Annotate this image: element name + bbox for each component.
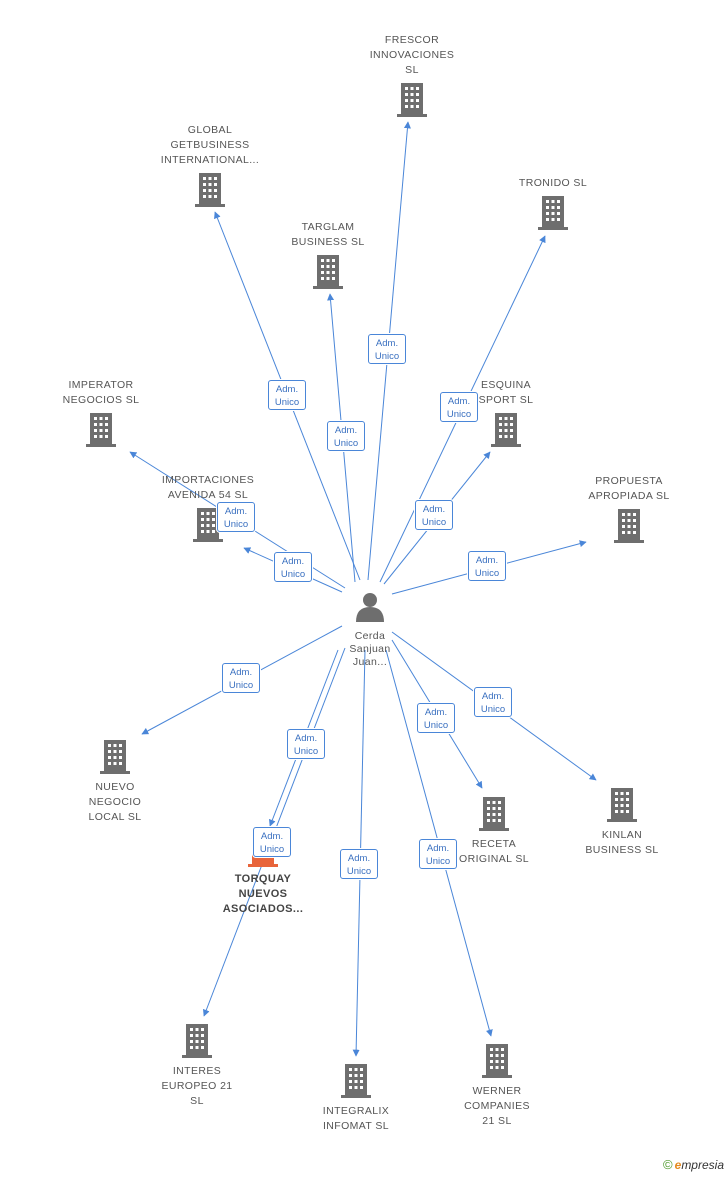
icons-layer (86, 83, 644, 1098)
building-icon-esquina[interactable] (491, 413, 521, 447)
building-icon-imperator[interactable] (86, 413, 116, 447)
center-person-label[interactable]: Cerda Sanjuan Juan... (349, 630, 391, 668)
edge-tag-esquina[interactable]: Adm. Unico (415, 500, 453, 530)
company-label-esquina[interactable]: ESQUINA SPORT SL (478, 379, 534, 406)
company-label-kinlan[interactable]: KINLAN BUSINESS SL (585, 829, 659, 856)
company-label-torquay[interactable]: TORQUAY NUEVOS ASOCIADOS... (222, 873, 304, 915)
company-label-werner[interactable]: WERNER COMPANIES 21 SL (464, 1085, 530, 1127)
company-label-nuevo[interactable]: NUEVO NEGOCIO LOCAL SL (88, 781, 142, 823)
edge-tag-nuevo[interactable]: Adm. Unico (222, 663, 260, 693)
building-icon-frescor[interactable] (397, 83, 427, 117)
brand-logo: empresia (674, 1158, 724, 1172)
building-icon-global[interactable] (195, 173, 225, 207)
edge-tag-torquay[interactable]: Adm. Unico (287, 729, 325, 759)
company-label-imperator[interactable]: IMPERATOR NEGOCIOS SL (62, 379, 140, 406)
company-label-propuesta[interactable]: PROPUESTA APROPIADA SL (588, 475, 670, 502)
edge-tag-importaciones[interactable]: Adm. Unico (274, 552, 312, 582)
building-icon-tronido[interactable] (538, 196, 568, 230)
watermark[interactable]: ©empresia (663, 1157, 724, 1172)
company-label-importaciones[interactable]: IMPORTACIONES AVENIDA 54 SL (161, 474, 255, 501)
building-icon-interes[interactable] (182, 1024, 212, 1058)
edge-tag-targlam[interactable]: Adm. Unico (327, 421, 365, 451)
building-icon-nuevo[interactable] (100, 740, 130, 774)
edge-tag-frescor[interactable]: Adm. Unico (368, 334, 406, 364)
edge-tag-propuesta[interactable]: Adm. Unico (468, 551, 506, 581)
company-label-tronido[interactable]: TRONIDO SL (518, 177, 588, 189)
edge-tag-tronido[interactable]: Adm. Unico (440, 392, 478, 422)
edge-tag-werner[interactable]: Adm. Unico (419, 839, 457, 869)
company-label-targlam[interactable]: TARGLAM BUSINESS SL (291, 221, 365, 248)
building-icon-receta[interactable] (479, 797, 509, 831)
edge-tag-imperator[interactable]: Adm. Unico (217, 502, 255, 532)
company-label-interes[interactable]: INTERES EUROPEO 21 SL (161, 1065, 233, 1107)
company-label-global[interactable]: GLOBAL GETBUSINESS INTERNATIONAL... (160, 124, 260, 166)
edge-tag-interes[interactable]: Adm. Unico (253, 827, 291, 857)
building-icon-kinlan[interactable] (607, 788, 637, 822)
edge-tag-global[interactable]: Adm. Unico (268, 380, 306, 410)
building-icon-integralix[interactable] (341, 1064, 371, 1098)
edge-tag-kinlan[interactable]: Adm. Unico (474, 687, 512, 717)
building-icon-werner[interactable] (482, 1044, 512, 1078)
edge-tag-integralix[interactable]: Adm. Unico (340, 849, 378, 879)
copyright-symbol: © (663, 1157, 673, 1172)
building-icon-targlam[interactable] (313, 255, 343, 289)
person-icon[interactable] (356, 593, 384, 622)
company-label-integralix[interactable]: INTEGRALIX INFOMAT SL (322, 1105, 390, 1132)
company-label-frescor[interactable]: FRESCOR INNOVACIONES SL (369, 34, 455, 76)
edge-tag-receta[interactable]: Adm. Unico (417, 703, 455, 733)
building-icon-propuesta[interactable] (614, 509, 644, 543)
company-label-receta[interactable]: RECETA ORIGINAL SL (459, 838, 529, 865)
